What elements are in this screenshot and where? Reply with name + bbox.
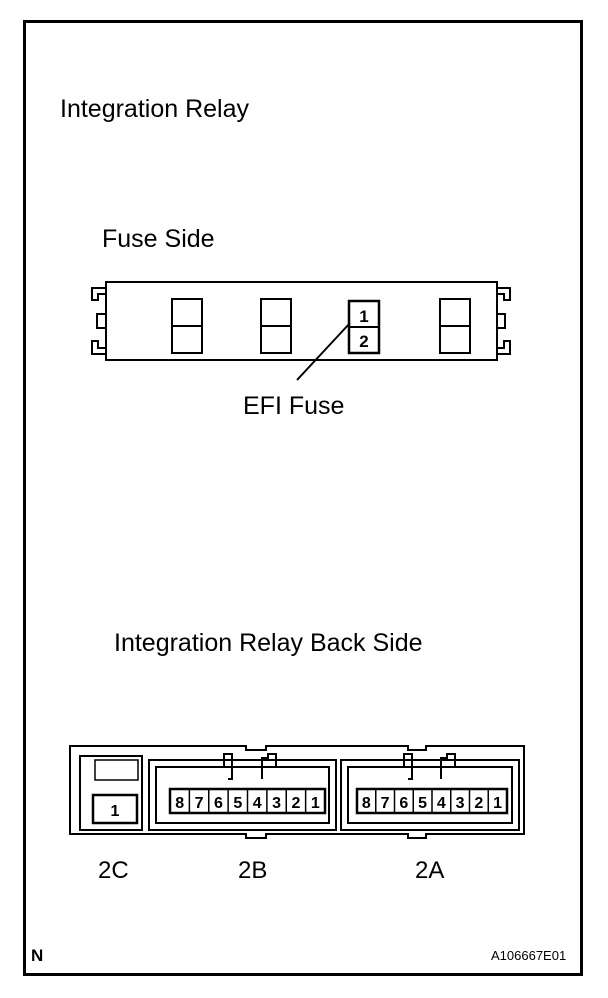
connector-2c-pin-cell	[91, 793, 139, 825]
corner-mark-n: N	[31, 946, 44, 965]
connector_2a-pin-3: 3	[456, 795, 465, 812]
fuse-block-clip-right-bottom	[497, 340, 511, 355]
efi-terminal-2: 2	[359, 332, 368, 351]
connector_2b-pin-1: 1	[311, 795, 320, 812]
efi-terminal-1: 1	[359, 307, 368, 326]
connector_2a-pin-5: 5	[418, 795, 427, 812]
connector_2b-pin-2: 2	[291, 795, 300, 812]
connector-2c: 1	[79, 755, 143, 831]
connector_2b-pin-4: 4	[253, 795, 262, 812]
connector-2c-pin: 1	[111, 803, 120, 820]
fuse-slot-2	[260, 298, 292, 354]
connector_2a-pin-7: 7	[381, 795, 390, 812]
fuse-slot-1	[171, 298, 203, 354]
connector-2b-shell	[148, 759, 337, 831]
connector-2c-label: 2C	[98, 857, 129, 884]
connector_2b-pin-5: 5	[233, 795, 242, 812]
connector-2b-inner	[155, 766, 330, 824]
connector-2a-inner	[347, 766, 513, 824]
efi-fuse-leader-line	[296, 322, 351, 381]
connector-2a-latch-left	[403, 753, 413, 780]
fuse-slot-4	[439, 298, 471, 354]
fuse-block-clip-left-bottom	[91, 340, 106, 355]
back-side-housing	[69, 745, 525, 839]
connector_2a-pin-6: 6	[399, 795, 408, 812]
diagram-frame	[23, 20, 583, 976]
fuse-block-clip-left-middle	[96, 313, 106, 329]
efi-fuse-label: EFI Fuse	[243, 392, 345, 420]
connector-2b-latch-left	[223, 753, 233, 780]
fuse-block-clip-left-top	[91, 287, 106, 301]
fuse-block	[91, 281, 511, 361]
connector-2a-shell	[340, 759, 520, 831]
connector_2a-pin-2: 2	[474, 795, 483, 812]
connector-2b-latch-right	[261, 753, 277, 779]
connector_2a-pin-8: 8	[362, 795, 371, 812]
fuse-block-clip-right-top	[497, 287, 511, 301]
connector-2a	[340, 753, 520, 831]
connector_2b-pin-3: 3	[272, 795, 281, 812]
diagram-title: Integration Relay	[60, 95, 250, 123]
connector-2a-latch-right	[440, 753, 456, 779]
back-side-heading: Integration Relay Back Side	[114, 629, 423, 657]
connector_2b-pin-8: 8	[175, 795, 184, 812]
efi-fuse-slot: 1 2	[347, 299, 381, 355]
connector_2b-pin-6: 6	[214, 795, 223, 812]
connector-2b	[148, 753, 337, 831]
connector_2a-pin-4: 4	[437, 795, 446, 812]
fuse-side-heading: Fuse Side	[102, 225, 215, 253]
figure-code: A106667E01	[491, 948, 567, 963]
fuse-block-clip-right-middle	[497, 313, 506, 329]
fuse-block-body	[105, 281, 498, 361]
connector-2a-label: 2A	[415, 857, 445, 884]
connector-2c-latch	[94, 759, 139, 781]
connector-2b-label: 2B	[238, 857, 268, 884]
connector_2b-pin-7: 7	[195, 795, 204, 812]
connector_2a-pin-1: 1	[493, 795, 502, 812]
